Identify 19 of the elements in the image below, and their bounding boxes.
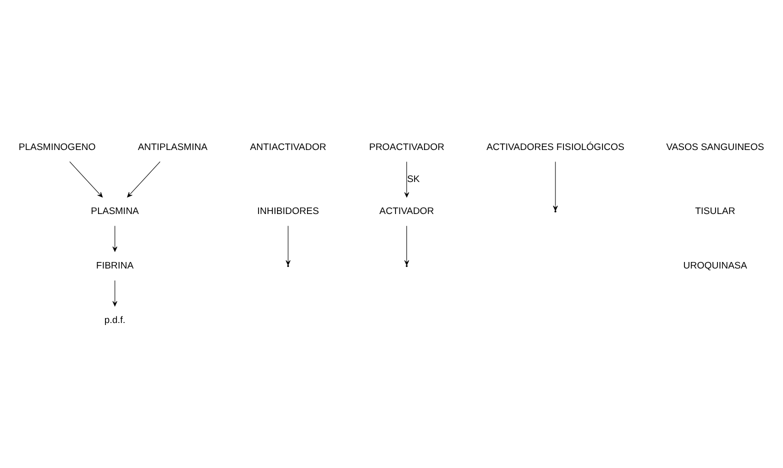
node-text: PLASMINA (90, 206, 139, 217)
label: VASOS SANGUINEOS (666, 142, 764, 153)
arrow (127, 161, 160, 198)
arrow (112, 226, 118, 252)
label: ANTIACTIVADOR (250, 142, 326, 153)
node-text: INHIBIDORES (257, 206, 319, 217)
node-text: p.d.f. (104, 315, 126, 326)
node-text: ANTIPLASMINA (138, 142, 208, 153)
node-text: PROACTIVADOR (369, 142, 444, 153)
label: TISULAR (695, 206, 736, 217)
node-text: PLASMINOGENO (18, 142, 96, 153)
node-text: ACTIVADORES FISIOLÓGICOS (486, 142, 624, 153)
node-text: ACTIVADOR (379, 206, 434, 217)
edge-label: SK (407, 174, 420, 185)
arrow (404, 161, 410, 198)
node-text: FIBRINA (96, 260, 134, 272)
arrow (69, 161, 103, 198)
arrow (112, 280, 118, 306)
label: UROQUINASA (683, 260, 748, 272)
